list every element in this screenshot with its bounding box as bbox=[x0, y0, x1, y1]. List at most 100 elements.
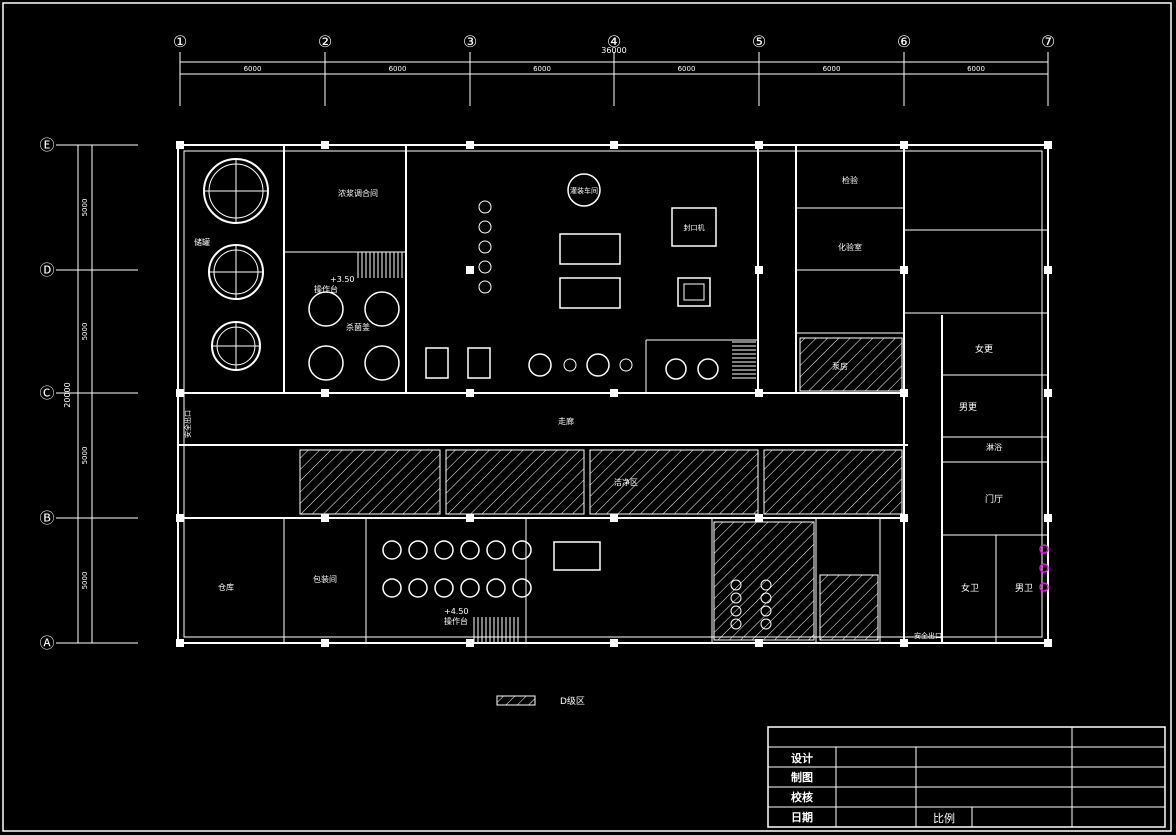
span-dim-2: 6000 bbox=[389, 65, 407, 73]
axis-letter-2: Ⓒ bbox=[39, 384, 54, 402]
axis-number-6: ⑥ bbox=[897, 32, 911, 51]
stairs bbox=[357, 252, 756, 643]
axis-number-4: ④ bbox=[607, 32, 621, 51]
pump-unit bbox=[478, 280, 492, 294]
axis-letter-3: Ⓑ bbox=[39, 509, 54, 527]
title-block: 设计 制图 校核 日期 比例 bbox=[767, 726, 1166, 828]
column-pillar bbox=[1044, 514, 1052, 522]
column-pillar bbox=[176, 389, 184, 397]
column-pillar bbox=[466, 141, 474, 149]
span-dim-6: 6000 bbox=[967, 65, 985, 73]
axis-letter-0: Ⓔ bbox=[39, 136, 54, 154]
title-row-checked: 校核 bbox=[791, 790, 813, 804]
small-vessel bbox=[760, 605, 772, 617]
label-warehouse: 仓库 bbox=[218, 582, 234, 592]
column-pillar bbox=[755, 514, 763, 522]
pump-unit bbox=[478, 260, 492, 274]
column-pillar bbox=[755, 141, 763, 149]
axis-number-5: ⑤ bbox=[752, 32, 766, 51]
room-labels: 浓浆调合间 储罐 杀菌釜 灌装车间 封口机 检验 化验室 泵房 走廊 仓库 包装… bbox=[183, 175, 1033, 640]
total-dim-v: 20000 bbox=[63, 382, 72, 407]
small-vessel bbox=[408, 540, 428, 560]
small-vessel bbox=[760, 579, 772, 591]
small-vessel bbox=[760, 592, 772, 604]
bay-dim-3: 5000 bbox=[81, 447, 89, 465]
label-filling-hall: 灌装车间 bbox=[570, 186, 598, 195]
column-pillar bbox=[466, 639, 474, 647]
label-level-2: +4.50 bbox=[444, 607, 469, 616]
span-dim-1: 6000 bbox=[244, 65, 262, 73]
label-platform-2: 操作台 bbox=[444, 616, 468, 626]
label-blending-room: 浓浆调合间 bbox=[338, 188, 378, 198]
title-scale-label: 比例 bbox=[933, 811, 955, 825]
label-sealing: 封口机 bbox=[684, 223, 705, 232]
label-office: 化验室 bbox=[838, 242, 862, 252]
axis-number-7: ⑦ bbox=[1041, 32, 1055, 51]
total-dim-h: 36000 bbox=[601, 46, 626, 55]
small-vessel bbox=[382, 578, 402, 598]
label-lobby: 门厅 bbox=[985, 493, 1003, 505]
label-clean-area: 洁净区 bbox=[614, 477, 638, 487]
column-pillar bbox=[1044, 639, 1052, 647]
column-pillar bbox=[900, 514, 908, 522]
label-platform-1: 操作台 bbox=[314, 284, 338, 294]
column-pillar bbox=[1044, 266, 1052, 274]
column-pillar bbox=[900, 141, 908, 149]
small-vessel bbox=[730, 592, 742, 604]
column-pillar bbox=[610, 141, 618, 149]
legend-label: D级区 bbox=[560, 695, 585, 707]
structural-columns bbox=[176, 141, 1052, 647]
column-pillar bbox=[176, 141, 184, 149]
wash-fixtures bbox=[1039, 544, 1049, 592]
axis-number-3: ③ bbox=[463, 32, 477, 51]
label-packing-room: 包装间 bbox=[313, 574, 337, 584]
label-qc: 检验 bbox=[842, 175, 858, 185]
storage-tanks bbox=[203, 158, 269, 371]
small-vessel bbox=[512, 540, 532, 560]
column-pillar bbox=[321, 141, 329, 149]
span-dim-4: 6000 bbox=[678, 65, 696, 73]
label-tank-room: 储罐 bbox=[194, 237, 210, 247]
column-pillar bbox=[321, 639, 329, 647]
bay-dim-2: 5000 bbox=[81, 323, 89, 341]
pump-unit bbox=[478, 200, 492, 214]
label-dressing-2: 男更 bbox=[959, 402, 977, 413]
column-pillar bbox=[610, 389, 618, 397]
label-level-1: +3.50 bbox=[330, 275, 355, 284]
process-vessels bbox=[308, 173, 772, 630]
axis-letter-4: Ⓐ bbox=[39, 634, 54, 652]
title-row-date: 日期 bbox=[791, 810, 813, 824]
hatched-clean-areas bbox=[299, 337, 903, 641]
label-sterilizer: 杀菌釜 bbox=[346, 322, 370, 332]
pump-unit bbox=[478, 220, 492, 234]
top-dimension-line: 36000 6000 6000 6000 6000 6000 6000 bbox=[180, 46, 1048, 75]
column-pillar bbox=[755, 266, 763, 274]
label-toilet-1: 女卫 bbox=[961, 582, 979, 594]
column-pillar bbox=[176, 514, 184, 522]
label-dressing-1: 女更 bbox=[975, 343, 993, 355]
column-pillar bbox=[321, 389, 329, 397]
column-pillar bbox=[610, 639, 618, 647]
small-vessel bbox=[730, 618, 742, 630]
label-pump-room: 泵房 bbox=[832, 361, 848, 371]
title-row-design: 设计 bbox=[791, 751, 813, 765]
span-dim-3: 6000 bbox=[533, 65, 551, 73]
label-exit: 安全出口 bbox=[914, 631, 942, 640]
column-pillar bbox=[900, 266, 908, 274]
column-pillar bbox=[466, 514, 474, 522]
span-dim-5: 6000 bbox=[823, 65, 841, 73]
small-vessel bbox=[382, 540, 402, 560]
column-pillar bbox=[900, 389, 908, 397]
label-exit-2: 安全出口 bbox=[183, 410, 192, 438]
column-pillar bbox=[900, 639, 908, 647]
small-vessel bbox=[512, 578, 532, 598]
small-vessel bbox=[460, 540, 480, 560]
small-vessel bbox=[486, 540, 506, 560]
column-pillar bbox=[321, 514, 329, 522]
label-toilet-2: 男卫 bbox=[1015, 583, 1033, 594]
